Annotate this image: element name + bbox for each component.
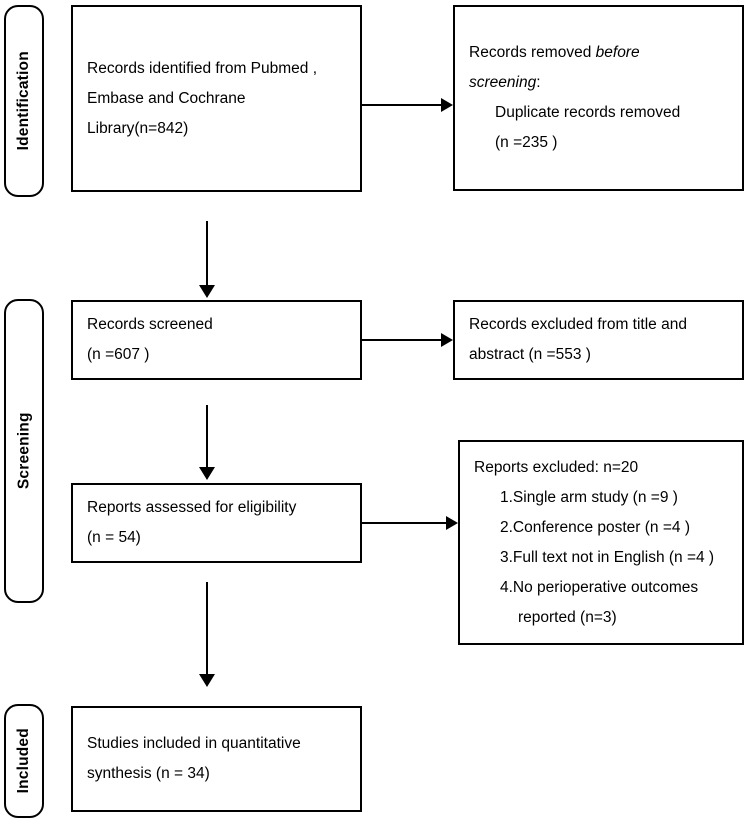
- connector-screened-to-excluded-arrow: [441, 333, 453, 347]
- studies-included-line-1: Studies included in quantitative: [87, 735, 301, 752]
- box-records-removed: Records removed before screening: Duplic…: [453, 5, 744, 191]
- box-reports-assessed-content: Reports assessed for eligibility (n = 54…: [73, 493, 360, 553]
- records-identified-line-3: Library(n=842): [87, 119, 189, 137]
- stage-label-screening-text: Screening: [15, 412, 33, 490]
- connector-identified-to-removed-line: [362, 104, 443, 106]
- connector-screened-to-assessed-arrow: [199, 467, 215, 480]
- records-excluded-line-1: Records excluded from title and: [469, 316, 687, 333]
- connector-screened-to-excluded-line: [362, 339, 443, 341]
- reports-excluded-heading: Reports excluded: n=20: [474, 458, 639, 476]
- box-records-screened: Records screened (n =607 ): [71, 300, 362, 380]
- connector-identified-to-removed-arrow: [441, 98, 453, 112]
- reports-excluded-reason-3: 3.Full text not in English (n =4 ): [500, 548, 715, 566]
- box-reports-excluded: Reports excluded: n=20 1.Single arm stud…: [458, 440, 744, 645]
- stage-label-identification-text: Identification: [15, 51, 33, 151]
- reports-excluded-reason-4: 4.No perioperative outcomes: [500, 578, 699, 596]
- records-screened-line-2: (n =607 ): [87, 346, 150, 363]
- box-reports-excluded-content: Reports excluded: n=20 1.Single arm stud…: [460, 453, 742, 633]
- reports-assessed-line-1: Reports assessed for eligibility: [87, 499, 297, 516]
- box-studies-included-content: Studies included in quantitative synthes…: [73, 729, 360, 789]
- box-studies-included: Studies included in quantitative synthes…: [71, 706, 362, 812]
- stage-label-identification: Identification: [4, 5, 44, 197]
- records-removed-line-2: screening:: [469, 68, 728, 98]
- stage-label-included: Included: [4, 704, 44, 818]
- records-identified-line-1: Records identified from Pubmed ,: [87, 59, 318, 77]
- connector-assessed-to-included-line: [206, 582, 208, 676]
- records-removed-line-4: (n =235 ): [495, 134, 558, 151]
- box-records-excluded-content: Records excluded from title and abstract…: [455, 310, 742, 370]
- records-removed-line-3: Duplicate records removed: [495, 104, 681, 121]
- records-screened-line-1: Records screened: [87, 316, 213, 333]
- records-removed-line-2-suffix: :: [536, 74, 541, 91]
- records-removed-line-2-emphasis: screening: [469, 74, 537, 91]
- box-records-identified: Records identified from Pubmed , Embase …: [71, 5, 362, 192]
- records-removed-line-1: Records removed before: [469, 38, 728, 68]
- box-records-removed-content: Records removed before screening: Duplic…: [455, 38, 742, 158]
- records-excluded-line-2: abstract (n =553 ): [469, 346, 591, 363]
- stage-label-screening: Screening: [4, 299, 44, 603]
- connector-identified-to-screened-line: [206, 221, 208, 287]
- box-records-identified-content: Records identified from Pubmed , Embase …: [73, 54, 360, 144]
- box-records-screened-content: Records screened (n =607 ): [73, 310, 360, 370]
- connector-assessed-to-included-arrow: [199, 674, 215, 687]
- box-reports-assessed: Reports assessed for eligibility (n = 54…: [71, 483, 362, 563]
- records-removed-line-1-prefix: Records removed: [469, 44, 596, 61]
- connector-identified-to-screened-arrow: [199, 285, 215, 298]
- reports-excluded-reason-4-cont: reported (n=3): [518, 608, 617, 626]
- reports-excluded-reason-2: 2.Conference poster (n =4 ): [500, 518, 690, 536]
- connector-assessed-to-excluded-line: [362, 522, 448, 524]
- reports-excluded-reason-1: 1.Single arm study (n =9 ): [500, 488, 678, 506]
- connector-assessed-to-excluded-arrow: [446, 516, 458, 530]
- reports-assessed-line-2: (n = 54): [87, 529, 141, 546]
- records-removed-line-1-emphasis: before: [595, 44, 640, 61]
- studies-included-line-2: synthesis (n = 34): [87, 765, 210, 782]
- stage-label-included-text: Included: [15, 728, 33, 794]
- box-records-excluded: Records excluded from title and abstract…: [453, 300, 744, 380]
- connector-screened-to-assessed-line: [206, 405, 208, 469]
- records-identified-line-2: Embase and Cochrane: [87, 89, 246, 107]
